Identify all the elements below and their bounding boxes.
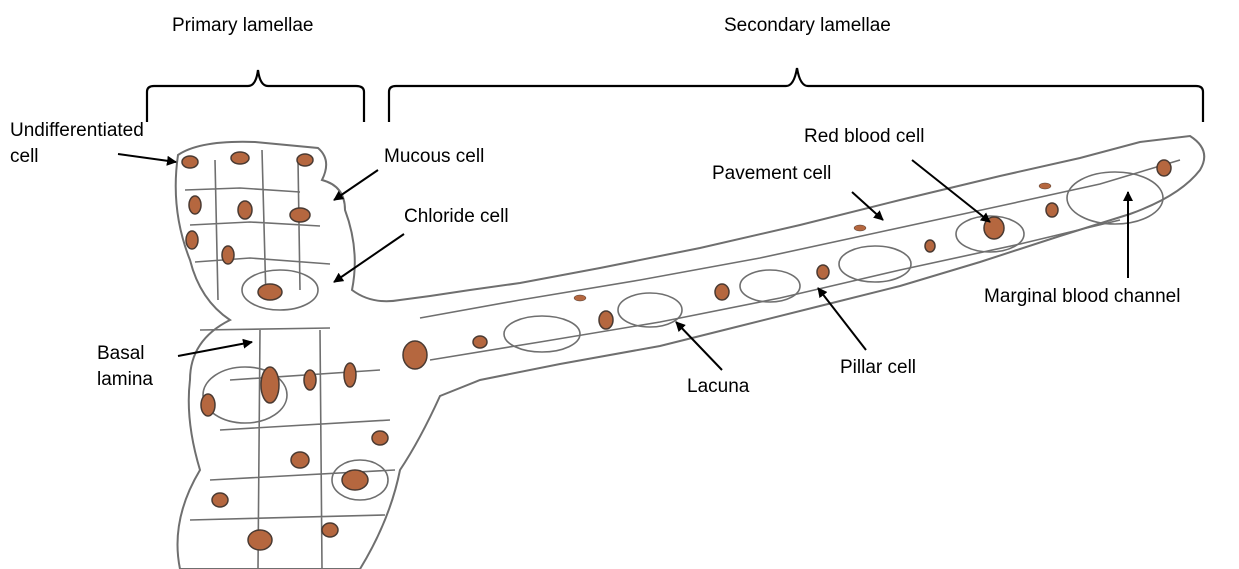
undifferentiated-cell-arrow: [118, 154, 176, 162]
chloride-cell-arrow: [334, 234, 404, 282]
basal-lamina-arrow: [178, 342, 252, 356]
red-blood-cell-label: Red blood cell: [804, 126, 924, 148]
primary-lamellae-bracket: [147, 70, 364, 122]
pointer-arrows: [118, 154, 1128, 370]
mucous-cell-label: Mucous cell: [384, 146, 484, 168]
cell-nuclei: [182, 152, 1171, 550]
mucous-cell-arrow: [334, 170, 378, 200]
basal-lamina-label-line2: lamina: [97, 369, 153, 391]
pillar-cell-label: Pillar cell: [840, 357, 916, 379]
marginal-blood-channel-label: Marginal blood channel: [984, 286, 1180, 308]
primary-lamellae-label: Primary lamellae: [172, 15, 313, 37]
chloride-cell-label: Chloride cell: [404, 206, 509, 228]
pavement-cell-label: Pavement cell: [712, 163, 831, 185]
tissue-drawing: [176, 136, 1205, 569]
red-blood-cell-arrow: [912, 160, 990, 222]
secondary-lamellae-label: Secondary lamellae: [724, 15, 891, 37]
lacuna-arrow: [676, 322, 722, 370]
primary-lamella-outline: [176, 136, 1205, 569]
lacuna-label: Lacuna: [687, 376, 749, 398]
basal-lamina-label-line1: Basal: [97, 343, 145, 365]
lacuna: [618, 293, 682, 327]
lacuna: [504, 316, 580, 352]
secondary-lamellae-bracket: [389, 68, 1203, 122]
lacuna: [740, 270, 800, 302]
undifferentiated-cell-label-line1: Undifferentiated: [10, 120, 144, 142]
undifferentiated-cell-label-line2: cell: [10, 146, 39, 168]
